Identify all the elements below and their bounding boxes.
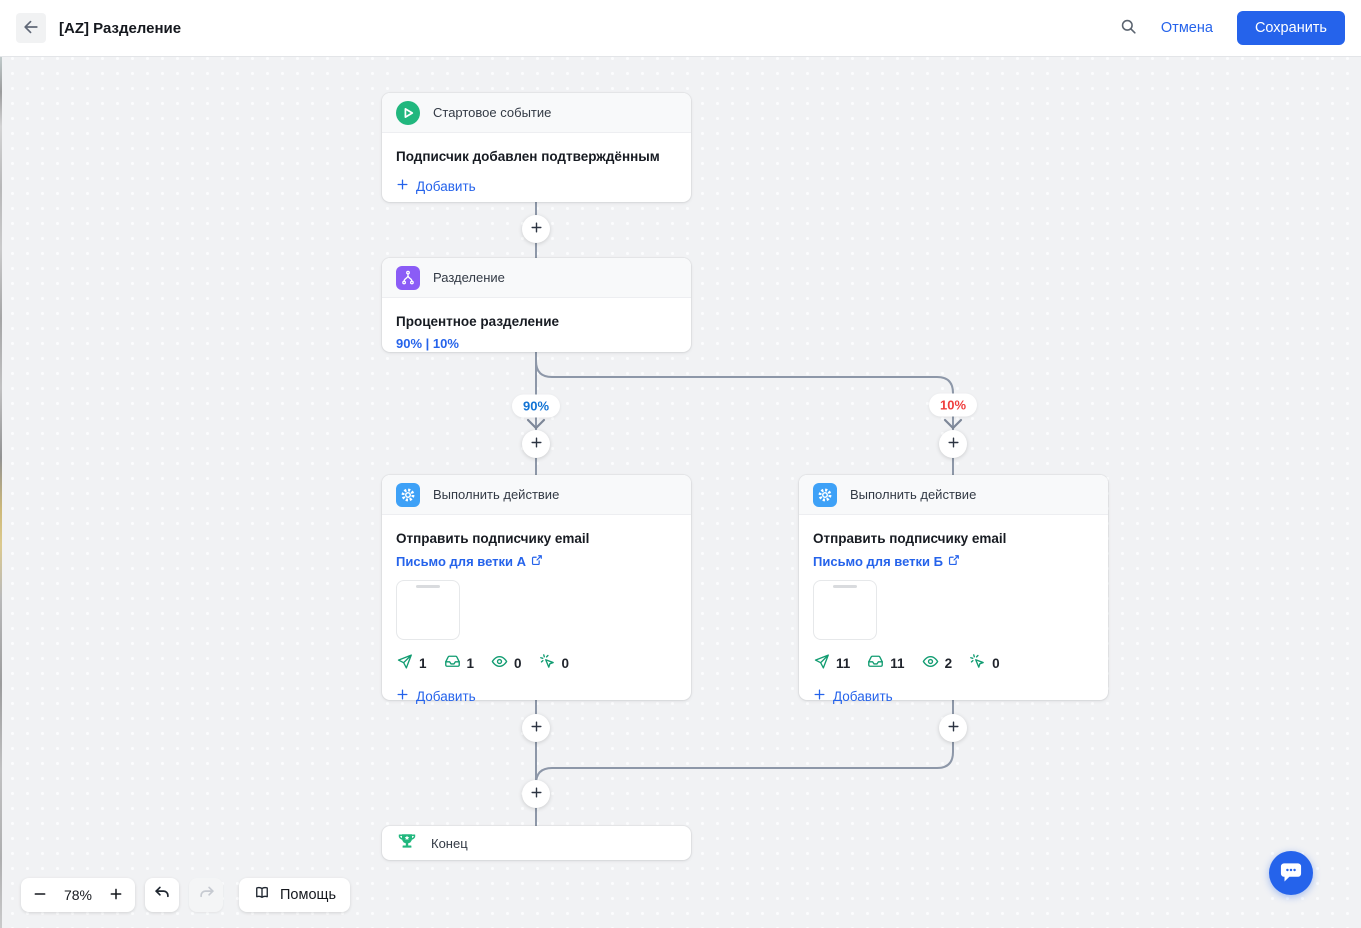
eye-icon [922,653,939,673]
add-condition-button[interactable]: Добавить [396,178,476,194]
letter-a-link[interactable]: Письмо для ветки А [396,554,543,569]
screen-edge-artifact [0,57,2,928]
inbox-icon [444,653,461,673]
node-start-event[interactable]: Стартовое событие Подписчик добавлен под… [382,93,691,202]
click-icon [969,653,986,673]
node-type-label: Выполнить действие [433,487,560,502]
insert-step-button[interactable] [522,780,550,808]
plus-icon [947,720,960,736]
thumbnail-content-line [416,585,440,588]
plus-icon [530,221,543,237]
zoom-in-button[interactable] [101,878,131,912]
node-action-a[interactable]: Выполнить действие Отправить подписчику … [382,475,691,704]
top-bar: [AZ] Разделение Отмена Сохранить [0,0,1361,57]
search-button[interactable] [1113,12,1145,44]
undo-button[interactable] [145,878,179,912]
redo-icon [197,884,216,906]
node-end[interactable]: Конец [382,826,691,860]
insert-step-button[interactable] [522,215,550,243]
plus-icon [396,178,409,194]
node-start-header: Стартовое событие [382,93,691,133]
plus-icon [530,786,543,802]
stat-clicked: 0 [539,653,569,673]
node-action-b-header: Выполнить действие [799,475,1108,515]
stat-opened: 2 [922,653,952,673]
plus-icon [947,436,960,452]
click-icon [539,653,556,673]
page-title: [AZ] Разделение [59,19,182,37]
split-percentages-link[interactable]: 90% | 10% [396,336,459,351]
stat-sent: 1 [396,653,427,673]
insert-step-button[interactable] [522,430,550,458]
start-event-title: Подписчик добавлен подтверждённым [396,149,660,164]
help-button[interactable]: Помощь [239,878,351,912]
insert-step-button[interactable] [939,714,967,742]
letter-b-link[interactable]: Письмо для ветки Б [813,554,960,569]
gear-icon [813,482,837,507]
branch-b-percent-badge[interactable]: 10% [928,393,978,417]
email-preview-thumbnail[interactable] [396,580,460,640]
play-icon [396,100,420,125]
cancel-button[interactable]: Отмена [1160,20,1213,36]
node-split[interactable]: Разделение Процентное разделение 90% | 1… [382,258,691,352]
external-link-icon [948,554,960,569]
split-title: Процентное разделение [396,314,560,329]
plus-icon [530,720,543,736]
node-split-header: Разделение [382,258,691,298]
plus-icon [109,887,123,904]
plus-icon [813,688,826,704]
search-icon [1119,17,1138,39]
plus-icon [530,436,543,452]
save-button[interactable]: Сохранить [1236,11,1345,45]
arrow-left-icon [21,17,41,40]
stat-opened: 0 [491,653,522,673]
node-type-label: Стартовое событие [433,105,552,120]
plus-icon [396,688,409,704]
inbox-icon [867,653,884,673]
trophy-icon [396,831,418,856]
node-action-a-header: Выполнить действие [382,475,691,515]
branch-a-percent-badge[interactable]: 90% [511,394,561,418]
stat-delivered: 1 [444,653,474,673]
send-icon [813,653,830,673]
chat-bubble-icon [1278,859,1304,888]
undo-icon [153,884,172,906]
insert-step-button[interactable] [522,714,550,742]
end-label: Конец [431,835,468,851]
eye-icon [491,653,508,673]
email-stats-row: 11 11 2 0 [813,653,1094,673]
node-type-label: Выполнить действие [850,487,977,502]
gear-icon [396,482,420,507]
stat-clicked: 0 [969,653,1000,673]
stat-sent: 11 [813,653,850,673]
stat-delivered: 11 [867,653,905,673]
node-type-label: Разделение [433,270,505,285]
chat-widget-button[interactable] [1269,851,1313,895]
zoom-control: 78% [21,878,135,912]
node-action-b[interactable]: Выполнить действие Отправить подписчику … [799,475,1108,704]
insert-step-button[interactable] [939,430,967,458]
zoom-out-button[interactable] [25,878,55,912]
email-stats-row: 1 1 0 0 [396,653,677,673]
add-condition-button[interactable]: Добавить [813,688,893,704]
redo-button[interactable] [189,878,223,912]
action-title: Отправить подписчику email [813,531,1007,546]
split-branch-icon [396,265,420,290]
add-condition-button[interactable]: Добавить [396,688,476,704]
zoom-level-value: 78% [63,887,93,903]
minus-icon [33,887,47,904]
canvas-controls: 78% Помощь [21,878,351,912]
book-icon [253,884,271,906]
external-link-icon [531,554,543,569]
send-icon [396,653,413,673]
thumbnail-content-line [833,585,857,588]
email-preview-thumbnail[interactable] [813,580,877,640]
flow-canvas[interactable]: Стартовое событие Подписчик добавлен под… [0,57,1361,928]
back-button[interactable] [16,13,46,43]
action-title: Отправить подписчику email [396,531,590,546]
